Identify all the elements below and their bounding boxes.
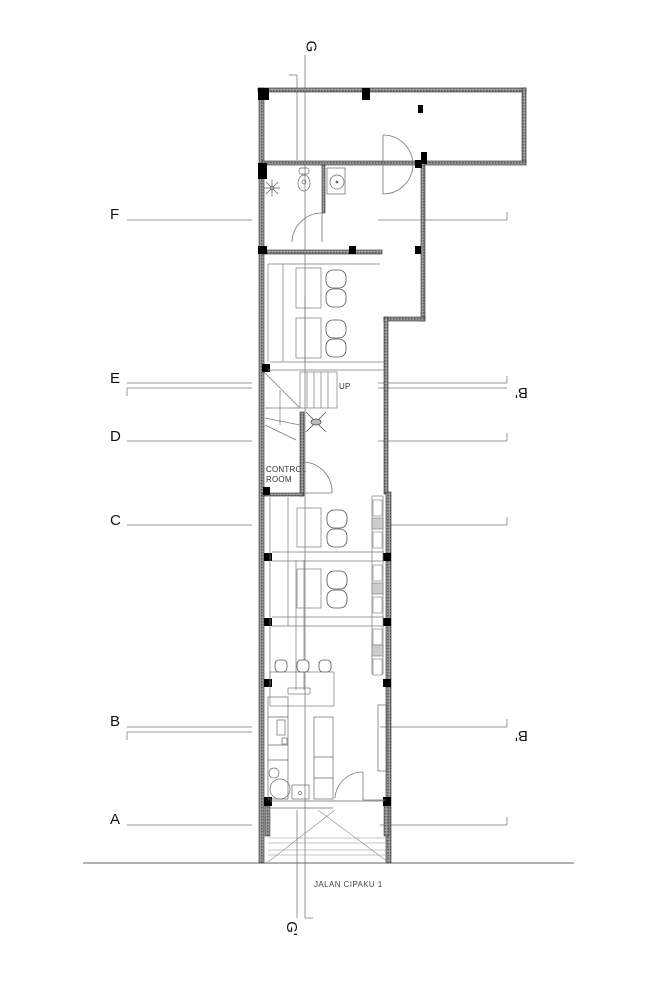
bath-door	[291, 212, 323, 243]
upper-room	[267, 263, 384, 371]
control-room-label: CONTROL ROOM	[266, 465, 307, 485]
grid-label-b: B	[110, 713, 121, 730]
plant-icon	[264, 180, 280, 196]
grid-lines-right	[378, 212, 508, 826]
entrance-door	[334, 771, 386, 801]
terrace-door	[382, 134, 414, 195]
columns	[258, 88, 427, 806]
kitchen	[267, 696, 388, 809]
entrance-area	[267, 809, 389, 863]
upper-room-chairs	[325, 269, 347, 358]
stair	[263, 371, 338, 441]
wall-seats	[371, 499, 384, 676]
grid-label-a: A	[110, 811, 121, 828]
sink-icon	[326, 167, 346, 195]
grid-label-f: F	[110, 206, 120, 223]
control-room-door	[303, 461, 333, 494]
street-label: JALAN CIPAKU 1	[314, 880, 383, 889]
grid-lines-left	[126, 219, 252, 826]
exterior-walls	[257, 87, 527, 864]
stair-up-label: UP	[339, 382, 351, 391]
grid-label-e: E	[110, 370, 121, 387]
control-room-label-line2: ROOM	[266, 475, 292, 484]
middle-room-chairs	[274, 509, 348, 673]
grid-label-c: C	[110, 512, 121, 529]
entrance-walls	[264, 805, 390, 837]
plant-icon-2	[305, 411, 327, 433]
toilet-icon	[297, 167, 311, 192]
grid-label-d: D	[110, 428, 121, 445]
control-room-label-line1: CONTROL	[266, 465, 307, 474]
bar-counter	[269, 671, 335, 707]
